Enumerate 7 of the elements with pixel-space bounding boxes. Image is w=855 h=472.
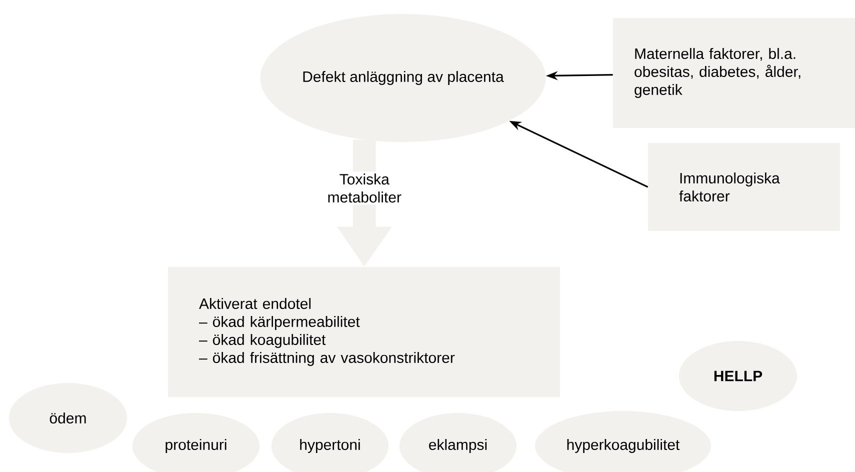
text-box: Maternella faktorer, bl.a. obesitas, diabetes, ålder, genetik xyxy=(613,18,855,128)
text-box: Aktiverat endotel – ökad kärlpermeabilitet – ökad koagubilitet – ökad frisättning av vasokonstriktorer xyxy=(168,267,560,397)
oval-node: ödem xyxy=(9,383,127,453)
text-box: Immunologiska faktorer xyxy=(648,143,840,231)
edge-label: Toxiska metaboliter xyxy=(317,172,412,205)
oval-node: Defekt anläggning av placenta xyxy=(260,14,546,142)
oval-node: HELLP xyxy=(679,341,797,411)
